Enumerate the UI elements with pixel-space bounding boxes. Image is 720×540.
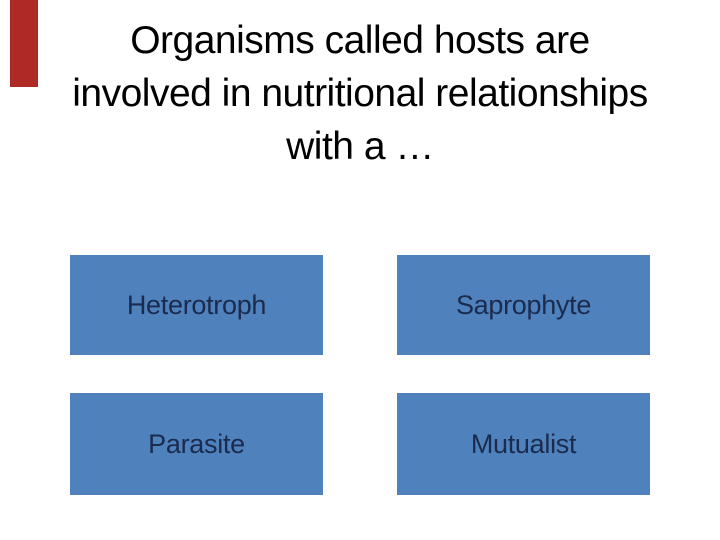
question-title-line-3: with a … xyxy=(286,125,434,168)
answer-box-parasite[interactable]: Parasite xyxy=(70,393,323,495)
answer-label-mutualist: Mutualist xyxy=(470,428,577,459)
answer-box-saprophyte[interactable]: Saprophyte xyxy=(397,255,650,355)
question-title: Organisms called hosts are involved in n… xyxy=(20,14,700,173)
question-title-line-2: involved in nutritional relationships xyxy=(72,72,648,115)
answer-box-heterotroph[interactable]: Heterotroph xyxy=(70,255,323,355)
red-accent-bar xyxy=(10,0,38,87)
answer-label-heterotroph: Heterotroph xyxy=(126,289,267,320)
answer-label-saprophyte: Saprophyte xyxy=(455,289,592,320)
question-title-line-1: Organisms called hosts are xyxy=(130,19,590,62)
answers-grid: Heterotroph Saprophyte Parasite Mutualis… xyxy=(70,255,650,495)
answer-box-mutualist[interactable]: Mutualist xyxy=(397,393,650,495)
answer-label-parasite: Parasite xyxy=(148,428,245,459)
